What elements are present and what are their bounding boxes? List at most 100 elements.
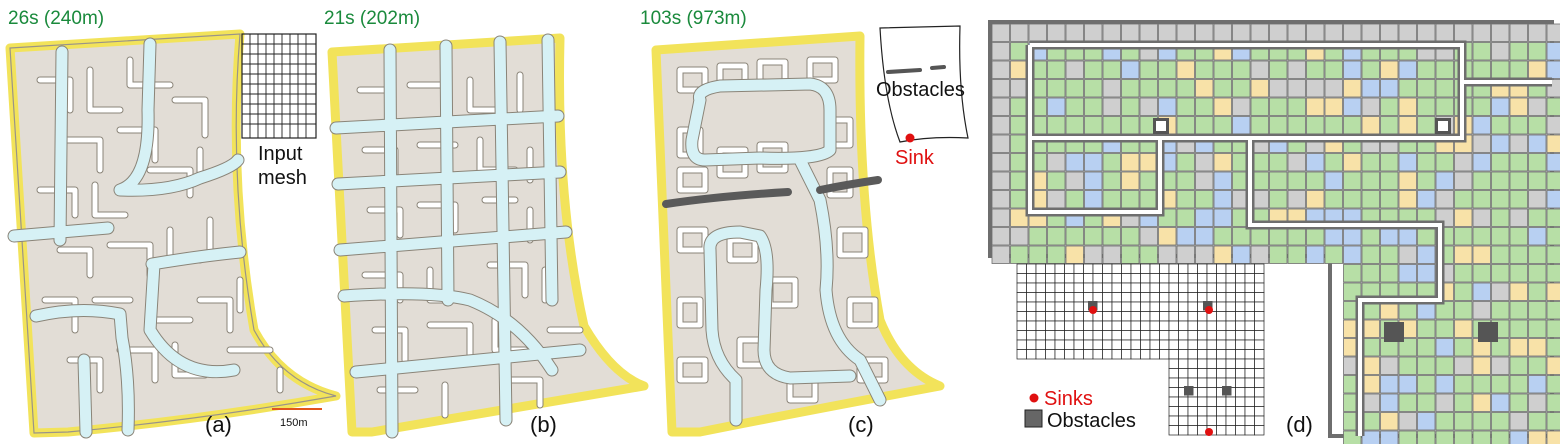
grid-cell xyxy=(1307,172,1325,190)
grid-cell xyxy=(1085,98,1103,116)
inset-grid-cell xyxy=(1074,274,1084,284)
grid-cell xyxy=(1066,246,1084,264)
grid-cell xyxy=(1177,228,1195,246)
inset-grid-cell xyxy=(1055,302,1065,312)
grid-cell xyxy=(1547,357,1560,375)
grid-cell xyxy=(1177,98,1195,116)
inset-grid-cell xyxy=(1150,321,1160,331)
grid-cell xyxy=(1473,135,1491,153)
legend-obstacles-label: Obstacles xyxy=(1047,410,1136,432)
grid-cell xyxy=(1233,61,1251,79)
grid-cell xyxy=(1085,191,1103,209)
inset-grid-cell xyxy=(1255,283,1265,293)
inset-grid-cell xyxy=(1036,331,1046,341)
inset-grid-cell xyxy=(1226,350,1236,360)
grid-cell xyxy=(1288,154,1306,172)
grid-cell xyxy=(1233,80,1251,98)
grid-cell xyxy=(1455,172,1473,190)
grid-cell xyxy=(1233,98,1251,116)
inset-grid-cell xyxy=(1036,312,1046,322)
grid-cell xyxy=(1140,172,1158,190)
grid-cell xyxy=(1233,117,1251,135)
inset-grid-cell xyxy=(1188,397,1198,407)
grid-cell xyxy=(1140,154,1158,172)
grid-cell xyxy=(1381,228,1399,246)
inset-grid-cell xyxy=(1245,397,1255,407)
grid-cell xyxy=(1436,413,1454,431)
grid-cell xyxy=(1288,228,1306,246)
inset-grid-cell xyxy=(1245,302,1255,312)
inset-grid-cell xyxy=(1188,264,1198,274)
grid-cell xyxy=(1529,135,1547,153)
inset-grid-cell xyxy=(1179,264,1189,274)
grid-cell xyxy=(1473,413,1491,431)
grid-cell xyxy=(1473,61,1491,79)
inset-grid-cell xyxy=(1255,388,1265,398)
grid-cell xyxy=(1048,191,1066,209)
grid-cell xyxy=(1344,24,1362,42)
grid-cell xyxy=(1085,61,1103,79)
grid-cell xyxy=(1381,357,1399,375)
grid-cell xyxy=(1103,24,1121,42)
grid-cell xyxy=(1011,172,1029,190)
grid-cell xyxy=(1177,246,1195,264)
grid-cell xyxy=(1048,80,1066,98)
grid-cell xyxy=(1214,191,1232,209)
inset-grid-cell xyxy=(1131,274,1141,284)
grid-cell xyxy=(1011,228,1029,246)
grid-cell xyxy=(1214,154,1232,172)
inset-grid-cell xyxy=(1236,264,1246,274)
grid-cell xyxy=(1492,135,1510,153)
grid-cell xyxy=(1325,98,1343,116)
grid-cell xyxy=(992,61,1010,79)
grid-cell xyxy=(1418,413,1436,431)
inset-grid-cell xyxy=(1112,312,1122,322)
inset-grid-cell xyxy=(1150,340,1160,350)
inset-grid-cell xyxy=(1065,264,1075,274)
inset-grid-cell xyxy=(1074,264,1084,274)
inset-grid-cell xyxy=(1065,283,1075,293)
grid-cell xyxy=(1529,191,1547,209)
inset-grid-cell xyxy=(1160,264,1170,274)
inset-grid-cell xyxy=(1103,312,1113,322)
inset-grid-cell xyxy=(1169,274,1179,284)
grid-cell xyxy=(1196,191,1214,209)
inset-grid-cell xyxy=(1141,264,1151,274)
obstacles-label: Obstacles xyxy=(876,79,965,101)
grid-cell xyxy=(1362,357,1380,375)
inset-grid-cell xyxy=(1245,350,1255,360)
inset-grid-cell xyxy=(1122,321,1132,331)
inset-grid-cell xyxy=(1236,407,1246,417)
grid-cell xyxy=(1547,320,1560,338)
grid-cell xyxy=(1140,61,1158,79)
grid-cell xyxy=(1510,320,1528,338)
inset-grid-cell xyxy=(1226,369,1236,379)
inset-grid-cell xyxy=(1169,293,1179,303)
grid-cell xyxy=(1492,98,1510,116)
inset-grid-cell xyxy=(1255,302,1265,312)
inset-grid-cell xyxy=(1255,416,1265,426)
grid-cell xyxy=(1510,357,1528,375)
inset-sink-marker xyxy=(1205,306,1213,314)
grid-cell xyxy=(1547,228,1560,246)
inset-grid-cell xyxy=(1245,378,1255,388)
inset-grid-cell xyxy=(1027,321,1037,331)
grid-cell xyxy=(1140,228,1158,246)
grid-cell xyxy=(1492,246,1510,264)
inset-grid-cell xyxy=(1236,426,1246,436)
inset-grid-cell xyxy=(1236,283,1246,293)
grid-cell xyxy=(1140,246,1158,264)
grid-cell xyxy=(1103,246,1121,264)
input-mesh-label-line1: Input xyxy=(258,143,303,165)
inset-grid-cell xyxy=(1198,264,1208,274)
grid-cell xyxy=(1085,228,1103,246)
grid-cell xyxy=(1547,154,1560,172)
grid-cell xyxy=(1270,24,1288,42)
grid-cell xyxy=(1325,117,1343,135)
grid-cell xyxy=(1399,246,1417,264)
grid-cell xyxy=(1547,117,1560,135)
inset-grid-cell xyxy=(1017,293,1027,303)
grid-cell xyxy=(1510,394,1528,412)
grid-cell xyxy=(1529,228,1547,246)
inset-grid-cell xyxy=(1226,397,1236,407)
